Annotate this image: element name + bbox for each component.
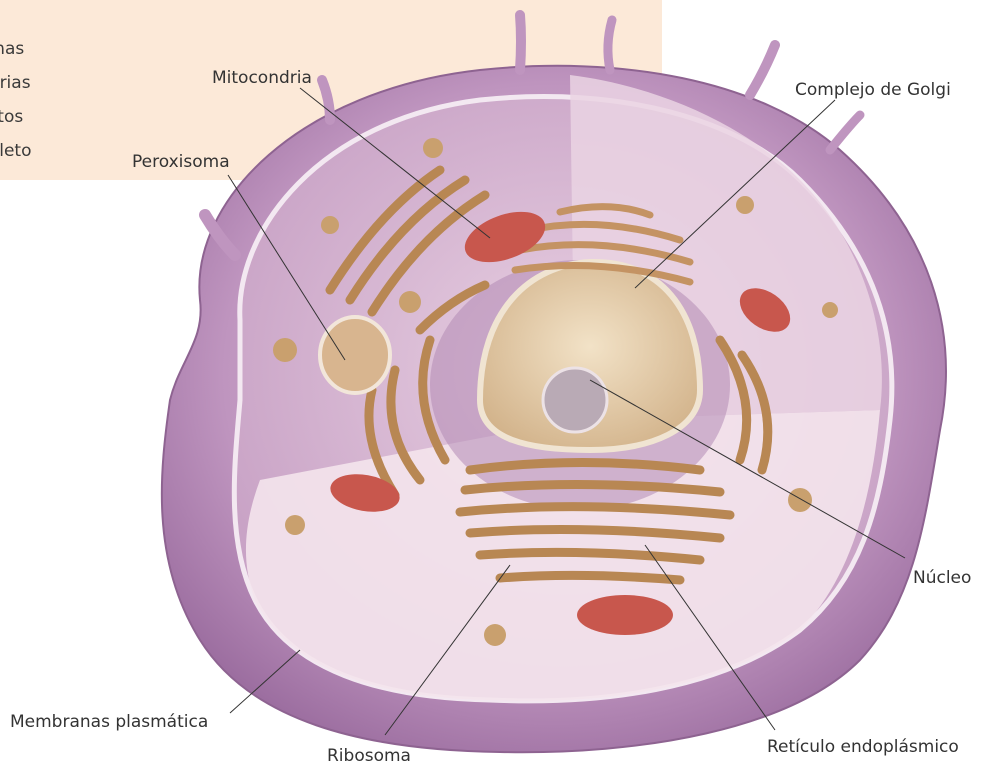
label-membrana: Membranas plasmática	[10, 712, 208, 732]
label-reticulo: Retículo endoplásmico	[767, 737, 959, 757]
label-mitocondria: Mitocondria	[212, 68, 312, 88]
membrane-projection	[830, 115, 860, 150]
nucleolus	[543, 368, 607, 432]
label-ribosoma: Ribosoma	[327, 746, 411, 766]
label-peroxisoma: Peroxisoma	[132, 152, 230, 172]
membrane-projection	[608, 20, 612, 70]
membrane-projection	[322, 80, 330, 120]
label-golgi: Complejo de Golgi	[795, 80, 951, 100]
label-nucleo: Núcleo	[913, 568, 971, 588]
membrane-projection	[520, 15, 521, 70]
peroxisome	[320, 317, 390, 393]
membrane-projection	[750, 45, 775, 95]
